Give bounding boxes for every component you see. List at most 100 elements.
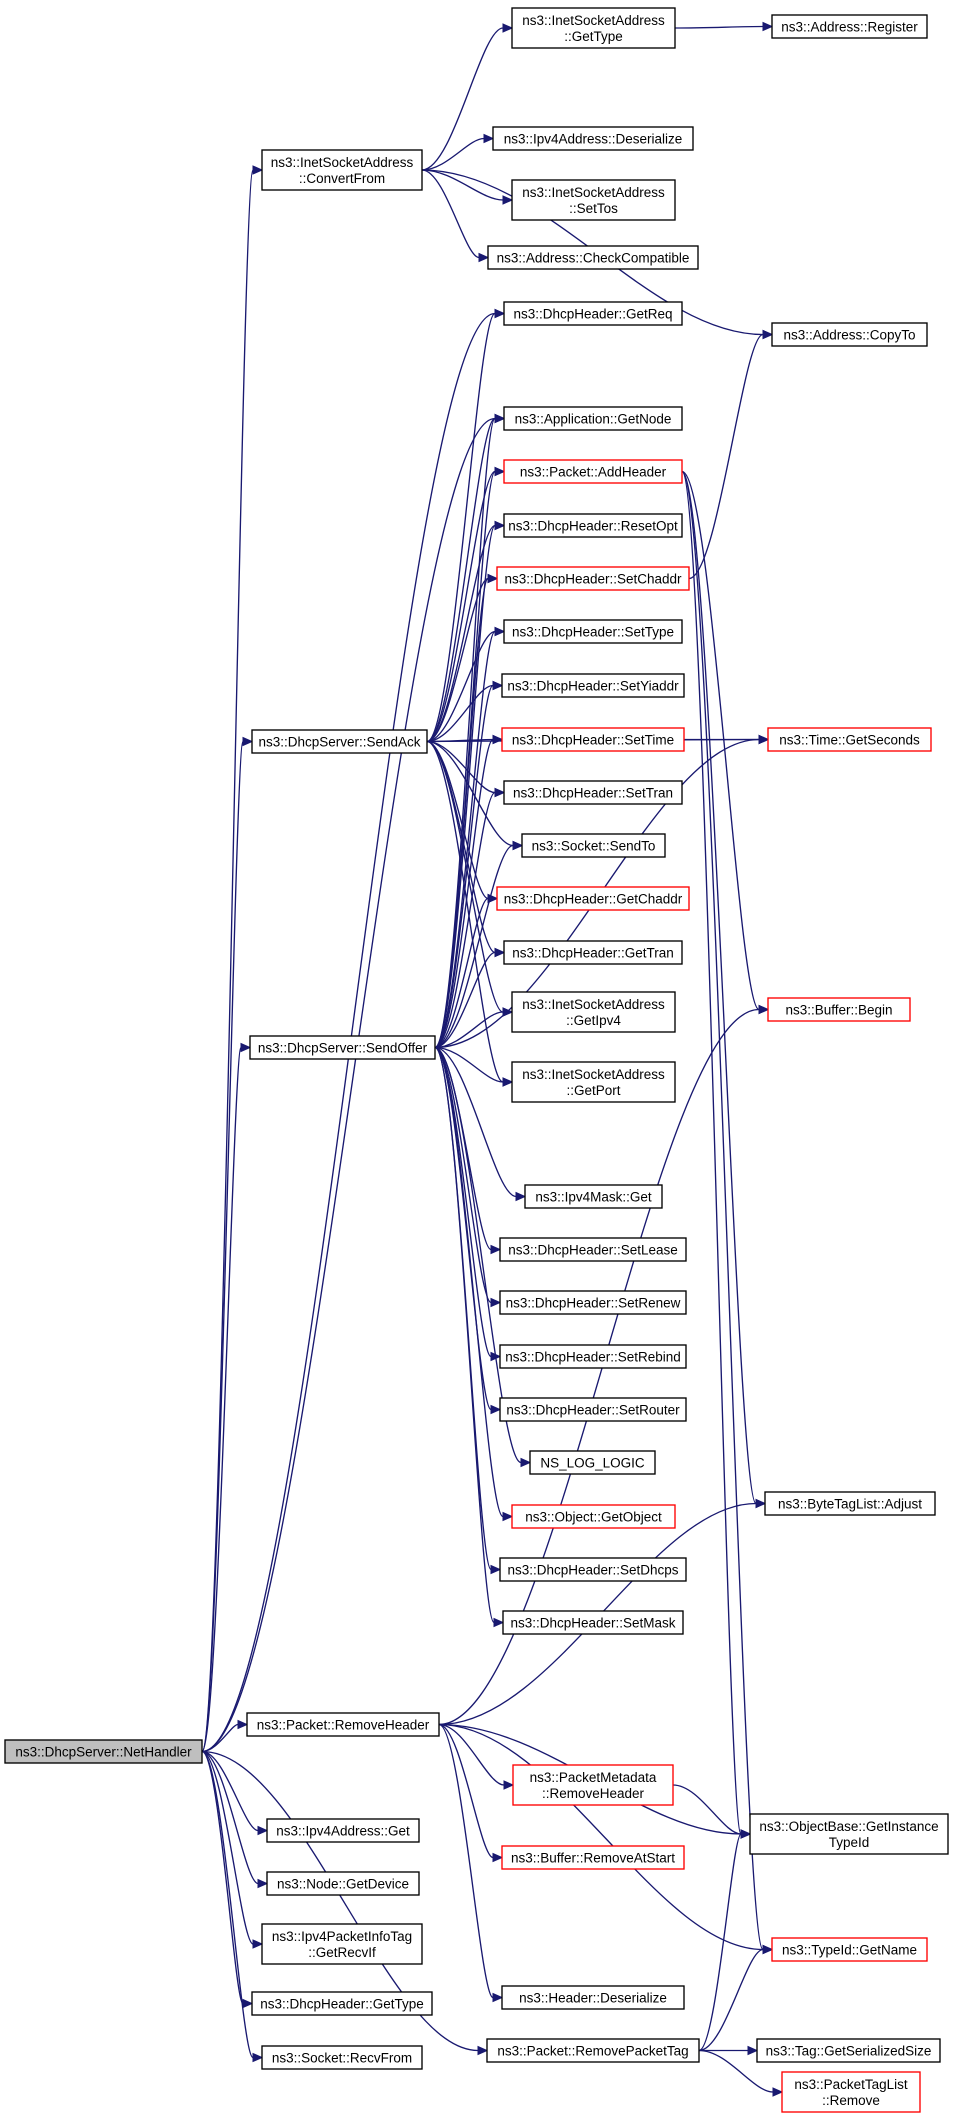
- node-getChaddr[interactable]: ns3::DhcpHeader::GetChaddr: [496, 886, 690, 911]
- node-box: [246, 1712, 440, 1737]
- node-recvFrom[interactable]: ns3::Socket::RecvFrom: [261, 2045, 423, 2070]
- node-ipv4AddressGet[interactable]: ns3::Ipv4Address::Get: [266, 1818, 420, 1843]
- node-inetGetType[interactable]: ns3::InetSocketAddress::GetType: [511, 7, 676, 49]
- node-getTran[interactable]: ns3::DhcpHeader::GetTran: [503, 940, 683, 965]
- node-box: [503, 301, 683, 326]
- node-sendAck[interactable]: ns3::DhcpServer::SendAck: [251, 729, 428, 754]
- node-pmRemoveHeader[interactable]: ns3::PacketMetadata::RemoveHeader: [512, 1764, 674, 1806]
- node-setTos[interactable]: ns3::InetSocketAddress::SetTos: [511, 179, 676, 221]
- edge-sendOffer-to-getPort: [434, 1046, 504, 1083]
- edge-sendAck-to-getReq: [426, 312, 496, 743]
- node-label: ns3::InetSocketAddress: [522, 1067, 665, 1082]
- node-netHandler[interactable]: ns3::DhcpServer::NetHandler: [4, 1739, 203, 1764]
- node-setChaddr[interactable]: ns3::DhcpHeader::SetChaddr: [496, 566, 690, 591]
- arrowhead-convertFrom-to-inetGetType: [502, 23, 514, 33]
- node-setDhcps[interactable]: ns3::DhcpHeader::SetDhcps: [499, 1557, 687, 1582]
- node-box: [503, 513, 683, 538]
- node-box: [503, 406, 683, 431]
- node-label: ns3::Address::CheckCompatible: [497, 251, 690, 266]
- node-label: ::GetType: [564, 29, 623, 44]
- arrowhead-convertFrom-to-setTos: [502, 195, 514, 205]
- node-bufferBegin[interactable]: ns3::Buffer::Begin: [767, 997, 911, 1022]
- node-getPort[interactable]: ns3::InetSocketAddress::GetPort: [511, 1061, 676, 1103]
- node-dhcpGetType[interactable]: ns3::DhcpHeader::GetType: [251, 1991, 433, 2016]
- node-box: [503, 459, 683, 484]
- node-box: [521, 833, 666, 858]
- edge-sendOffer-to-setDhcps: [434, 1046, 492, 1571]
- node-addressRegister[interactable]: ns3::Address::Register: [771, 14, 928, 39]
- edge-sendOffer-to-setTime: [434, 738, 494, 1049]
- node-getReq[interactable]: ns3::DhcpHeader::GetReq: [503, 301, 683, 326]
- edge-setChaddr-to-copyTo: [688, 333, 764, 580]
- node-label: ::RemoveHeader: [542, 1786, 645, 1801]
- edge-packetRemoveHeader-to-typeIdGetName: [438, 1723, 764, 1951]
- node-box: [499, 1397, 687, 1422]
- node-getRecvIf[interactable]: ns3::Ipv4PacketInfoTag::GetRecvIf: [261, 1923, 423, 1965]
- call-graph-nodes: ns3::DhcpServer::NetHandler ns3::InetSock…: [4, 7, 949, 2113]
- node-box: [503, 619, 683, 644]
- arrowhead-sendOffer-to-getTran: [494, 947, 506, 958]
- node-box: [512, 1764, 674, 1806]
- node-label: ::GetPort: [566, 1083, 620, 1098]
- node-addHeader[interactable]: ns3::Packet::AddHeader: [503, 459, 683, 484]
- node-setRenew[interactable]: ns3::DhcpHeader::SetRenew: [499, 1290, 687, 1315]
- node-convertFrom[interactable]: ns3::InetSocketAddress::ConvertFrom: [261, 149, 423, 191]
- node-label: ns3::DhcpHeader::SetDhcps: [507, 1563, 678, 1578]
- node-setTran[interactable]: ns3::DhcpHeader::SetTran: [503, 780, 683, 805]
- node-copyTo[interactable]: ns3::Address::CopyTo: [771, 322, 928, 347]
- node-setTime[interactable]: ns3::DhcpHeader::SetTime: [501, 727, 685, 752]
- node-typeIdGetName[interactable]: ns3::TypeId::GetName: [771, 1937, 928, 1962]
- node-box: [261, 1923, 423, 1965]
- arrowhead-netHandler-to-recvFrom: [252, 2052, 264, 2063]
- node-box: [496, 566, 690, 591]
- node-label: NS_LOG_LOGIC: [540, 1456, 645, 1471]
- arrowhead-removePacketTag-to-packetTagListRemove: [772, 2087, 784, 2097]
- node-ipv4Deserialize[interactable]: ns3::Ipv4Address::Deserialize: [492, 126, 694, 151]
- node-label: ns3::Ipv4Mask::Get: [535, 1190, 652, 1205]
- node-sendTo[interactable]: ns3::Socket::SendTo: [521, 833, 666, 858]
- node-nodeGetDevice[interactable]: ns3::Node::GetDevice: [266, 1871, 420, 1896]
- edge-sendOffer-to-getNode: [434, 417, 496, 1049]
- node-label: ns3::PacketMetadata: [530, 1770, 657, 1785]
- node-setRebind[interactable]: ns3::DhcpHeader::SetRebind: [499, 1344, 687, 1369]
- node-headerDeserialize[interactable]: ns3::Header::Deserialize: [501, 1985, 685, 2010]
- node-label: ns3::PacketTagList: [794, 2077, 908, 2092]
- node-byteTagAdjust[interactable]: ns3::ByteTagList::Adjust: [764, 1491, 936, 1516]
- node-resetOpt[interactable]: ns3::DhcpHeader::ResetOpt: [503, 513, 683, 538]
- arrowhead-sendOffer-to-setTime: [492, 734, 504, 745]
- node-removePacketTag[interactable]: ns3::Packet::RemovePacketTag: [486, 2038, 700, 2063]
- node-getObject[interactable]: ns3::Object::GetObject: [511, 1504, 676, 1529]
- node-getNode[interactable]: ns3::Application::GetNode: [503, 406, 683, 431]
- node-removeAtStart[interactable]: ns3::Buffer::RemoveAtStart: [501, 1845, 685, 1870]
- node-maskGet[interactable]: ns3::Ipv4Mask::Get: [524, 1184, 663, 1209]
- node-label: ns3::DhcpServer::NetHandler: [15, 1745, 192, 1760]
- arrowhead-netHandler-to-nodeGetDevice: [257, 1878, 269, 1889]
- arrowhead-packetRemoveHeader-to-pmRemoveHeader: [503, 1780, 515, 1790]
- node-packetTagListRemove[interactable]: ns3::PacketTagList::Remove: [781, 2071, 921, 2113]
- arrowhead-sendOffer-to-resetOpt: [494, 520, 506, 531]
- node-setType[interactable]: ns3::DhcpHeader::SetType: [503, 619, 683, 644]
- node-box: [501, 1985, 685, 2010]
- node-checkCompatible[interactable]: ns3::Address::CheckCompatible: [487, 245, 699, 270]
- node-label: ns3::Socket::RecvFrom: [272, 2051, 412, 2066]
- node-setLease[interactable]: ns3::DhcpHeader::SetLease: [499, 1237, 687, 1262]
- node-setMask[interactable]: ns3::DhcpHeader::SetMask: [502, 1610, 684, 1635]
- arrowhead-netHandler-to-sendOffer: [240, 1042, 252, 1053]
- node-getSeconds[interactable]: ns3::Time::GetSeconds: [767, 727, 932, 752]
- edge-convertFrom-to-setTos: [421, 169, 504, 201]
- arrowhead-sendOffer-to-setYiaddr: [492, 680, 504, 691]
- arrowhead-sendOffer-to-setRouter: [490, 1404, 502, 1415]
- node-sendOffer[interactable]: ns3::DhcpServer::SendOffer: [249, 1035, 436, 1060]
- edge-netHandler-to-recvFrom: [201, 1750, 254, 2059]
- edge-netHandler-to-sendAck: [201, 740, 244, 1753]
- node-label: ::GetIpv4: [566, 1013, 621, 1028]
- node-setYiaddr[interactable]: ns3::DhcpHeader::SetYiaddr: [501, 673, 685, 698]
- edge-sendOffer-to-setChaddr: [434, 577, 489, 1049]
- node-setRouter[interactable]: ns3::DhcpHeader::SetRouter: [499, 1397, 687, 1422]
- node-packetRemoveHeader[interactable]: ns3::Packet::RemoveHeader: [246, 1712, 440, 1737]
- node-getIpv4[interactable]: ns3::InetSocketAddress::GetIpv4: [511, 991, 676, 1033]
- node-tagGetSerializedSize[interactable]: ns3::Tag::GetSerializedSize: [756, 2038, 941, 2063]
- node-nsLogLogic[interactable]: NS_LOG_LOGIC: [529, 1450, 656, 1475]
- arrowhead-sendOffer-to-setChaddr: [487, 573, 499, 584]
